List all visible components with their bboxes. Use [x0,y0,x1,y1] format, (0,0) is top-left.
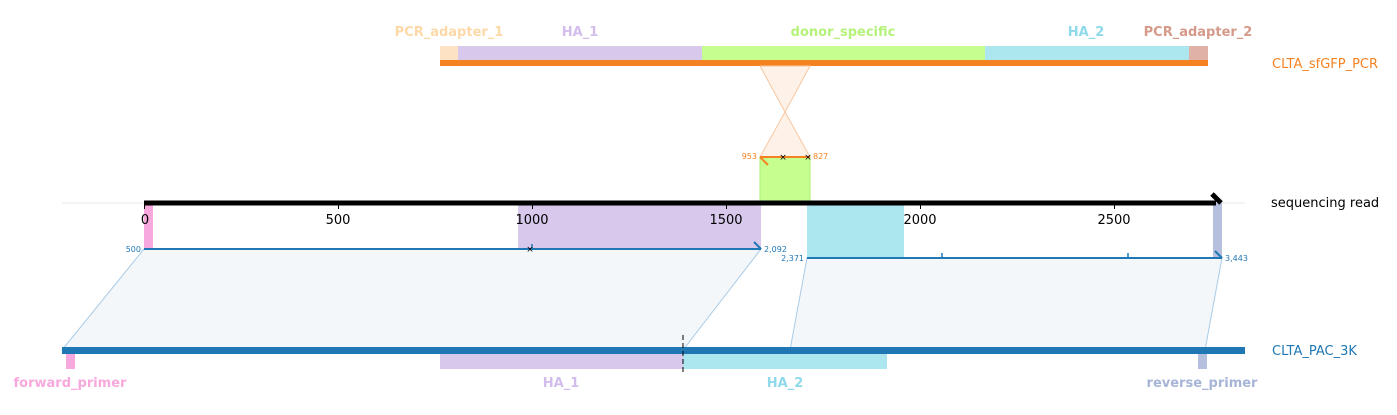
target-alignments: × 500 2,092 2,371 3,443 [60,241,1248,351]
donor-feature-ha-1 [458,46,702,61]
alignment-2-end-label: 3,443 [1225,254,1248,263]
read-name-label: sequencing read [1271,196,1379,211]
axis-tick-label: 1500 [709,213,742,228]
axis-tick-label: 1000 [515,213,548,228]
read-section: 0 500 1000 1500 2000 2500 sequencing rea… [62,192,1379,258]
donor-feature-label-pcr-adapter-1: PCR_adapter_1 [395,25,504,40]
alignment-2-end-hook [1214,250,1223,259]
donor-alignment-start-label: 953 [742,152,757,161]
donor-feature-ha-2 [985,46,1189,61]
target-feature-reverse-primer [1198,353,1207,369]
donor-alignment-mismatch: × [779,153,787,163]
donor-feature-pcr-adapter-1 [440,46,458,61]
donor-feature-pcr-adapter-2 [1189,46,1208,61]
donor-feature-label-pcr-adapter-2: PCR_adapter_2 [1144,25,1253,40]
read-axis: 0 500 1000 1500 2000 2500 [141,205,1131,228]
axis-tick-label: 2500 [1097,213,1130,228]
alignment-2-start-label: 2,371 [781,254,804,263]
donor-alignment-mismatch: × [804,153,812,163]
axis-tick-label: 2000 [903,213,936,228]
alignment-2-band [789,257,1223,351]
target-name-label: CLTA_PAC_3K [1272,344,1357,359]
donor-alignment-end-label: 827 [813,152,828,161]
donor-feature-label-donor-specific: donor_specific [791,25,896,40]
axis-tick-label: 500 [326,213,351,228]
donor-alignment-start-hook [759,156,769,166]
alignment-1-mismatch: × [526,245,534,255]
donor-feature-label-ha-1: HA_1 [562,25,599,40]
donor-alignment: × × 953 827 [742,65,828,204]
target-feature-label-reverse-primer: reverse_primer [1147,376,1259,391]
target-feature-label-ha-1: HA_1 [543,376,580,391]
read-arrow-bar [144,200,1216,206]
target-feature-forward-primer [66,353,75,369]
alignment-1-start-label: 500 [126,245,141,254]
target-bar [62,347,1245,354]
target-feature-label-ha-2: HA_2 [767,376,804,391]
alignment-1-end-hook [753,241,762,250]
read-ha-1-region [518,203,761,249]
target-feature-ha-2 [683,353,887,369]
target-feature-ha-1 [440,353,683,369]
target-feature-label-forward-primer: forward_primer [14,376,128,391]
donor-alignment-band-bottom [759,110,811,158]
target-section: forward_primer HA_1 HA_2 reverse_primer … [14,335,1357,391]
read-ha-2-region [807,203,904,258]
donor-alignment-band-top [759,65,811,114]
read-reverse-primer-region [1213,203,1222,258]
donor-section: PCR_adapter_1 HA_1 donor_specific HA_2 P… [395,25,1378,72]
axis-tick-label: 0 [141,213,149,228]
read-arrow-head [1210,192,1223,205]
donor-name-label: CLTA_sfGFP_PCR [1272,57,1378,72]
donor-bar [440,60,1208,66]
alignment-1-end-label: 2,092 [764,245,787,254]
alignment-1-band [60,248,763,351]
donor-feature-donor-specific [702,46,985,61]
read-forward-primer-region [144,203,153,249]
donor-feature-label-ha-2: HA_2 [1068,25,1105,40]
